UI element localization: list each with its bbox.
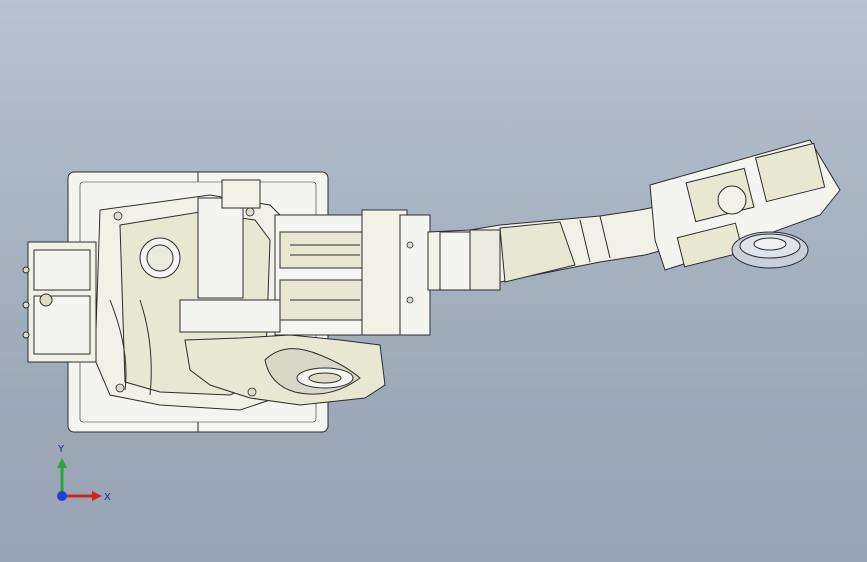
axis-motor-housing: [179, 209, 431, 336]
y-axis-arrowhead: [57, 458, 67, 468]
z-axis-dot: [57, 491, 67, 501]
coordinate-triad: Y X: [57, 444, 111, 503]
forearm-tube: [427, 199, 701, 291]
bolt-details: [113, 207, 414, 397]
tool-flange: [731, 231, 809, 269]
x-axis-label: X: [104, 492, 111, 503]
wrist-assembly: [649, 139, 841, 271]
y-axis-label: Y: [57, 444, 65, 455]
x-axis-arrowhead: [92, 491, 102, 501]
connector-box: [22, 241, 97, 363]
